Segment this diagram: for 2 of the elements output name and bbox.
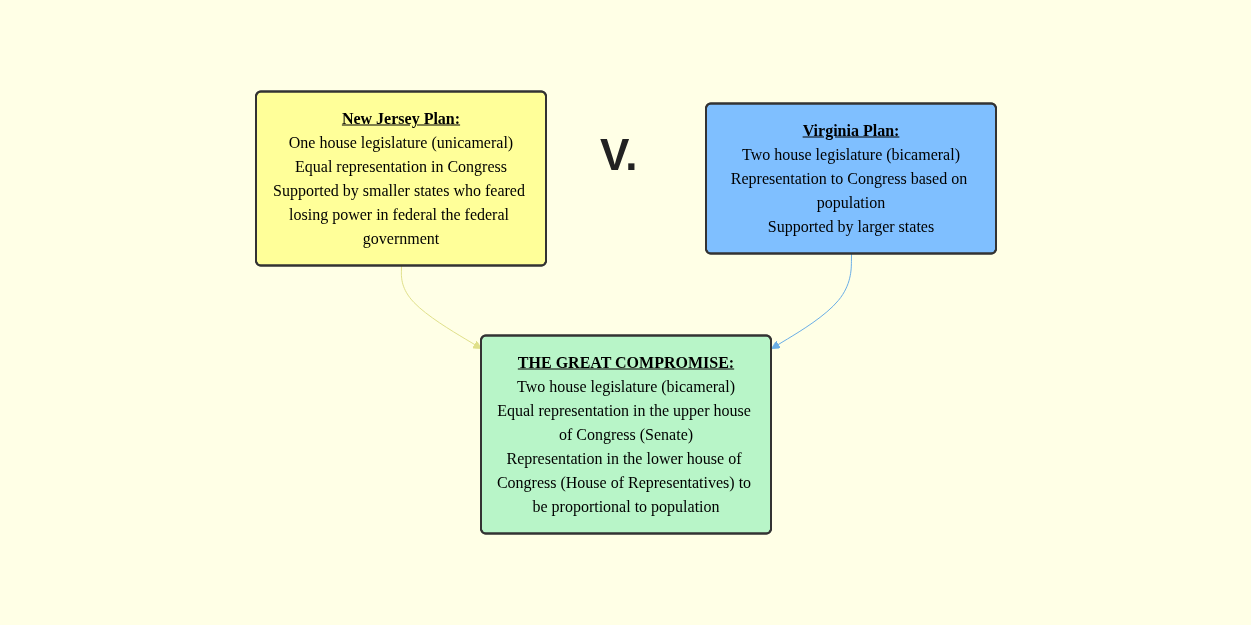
versus-label: V.	[600, 130, 638, 180]
arrow	[770, 253, 852, 350]
